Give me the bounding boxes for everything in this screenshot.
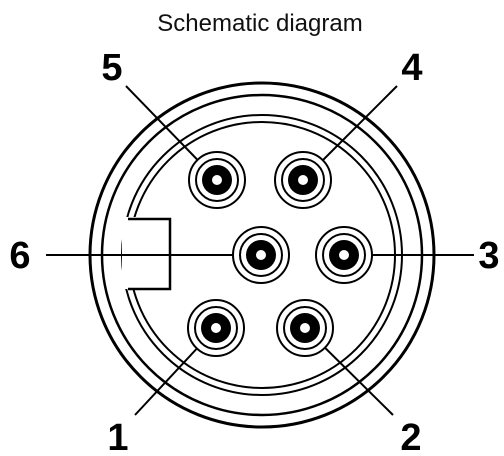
pin-label-3: 3	[478, 235, 499, 277]
pin-socket-2	[276, 299, 334, 357]
pin-socket-3	[315, 226, 373, 284]
pin-socket-1	[187, 299, 245, 357]
pin-socket-4	[274, 151, 332, 209]
pin-label-5: 5	[101, 47, 122, 89]
pin-label-1: 1	[107, 417, 128, 456]
pin-socket-6	[232, 226, 290, 284]
pin-socket-5	[188, 151, 246, 209]
pin-label-6: 6	[9, 235, 30, 277]
pin-label-4: 4	[401, 47, 422, 89]
diagram-title: Schematic diagram	[157, 10, 363, 37]
pin-label-2: 2	[400, 417, 421, 456]
key-notch	[122, 217, 172, 291]
